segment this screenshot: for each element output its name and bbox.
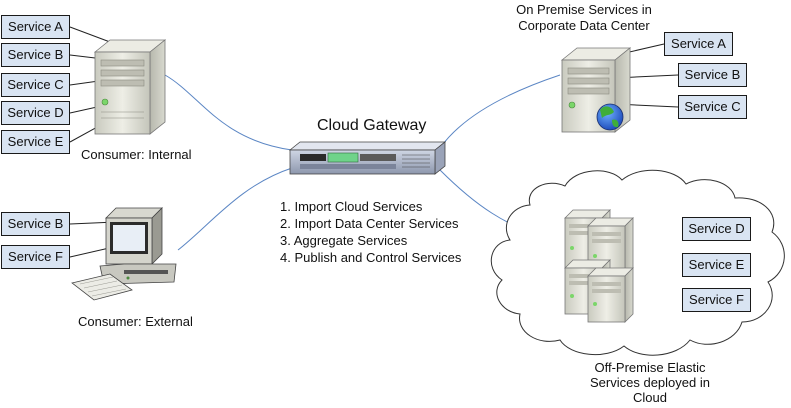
internal-server-icon: [93, 39, 167, 135]
service-box-cloud: Service D: [682, 217, 751, 241]
service-box-cloud: Service E: [682, 253, 751, 277]
consumer-internal-label: Consumer: Internal: [81, 147, 192, 162]
cloud-label-line: Cloud: [633, 390, 667, 405]
service-box-datacenter: Service A: [664, 32, 733, 56]
gateway-step: 1. Import Cloud Services: [280, 199, 423, 214]
service-box-internal: Service E: [1, 130, 70, 154]
consumer-external-label: Consumer: External: [78, 314, 193, 329]
service-box-external: Service B: [1, 212, 70, 236]
connector-internal-to-gateway: [164, 74, 293, 151]
gateway-appliance-icon: [288, 141, 447, 175]
gateway-step: 4. Publish and Control Services: [280, 250, 462, 265]
service-box-internal: Service A: [1, 15, 70, 39]
connector-gateway-to-datacenter: [439, 74, 561, 149]
cloud-label-line: Services deployed in: [590, 375, 710, 390]
cloud-server-icon: [587, 267, 634, 323]
desktop-computer-icon: [71, 207, 177, 301]
datacenter-label-line: On Premise Services in: [516, 2, 652, 17]
gateway-title: Cloud Gateway: [317, 117, 427, 134]
gateway-steps-list: 1. Import Cloud Services 2. Import Data …: [280, 198, 461, 266]
service-box-internal: Service D: [1, 101, 70, 125]
gateway-step: 2. Import Data Center Services: [280, 216, 459, 231]
connector-external-to-gateway: [177, 167, 293, 251]
service-box-datacenter: Service C: [678, 95, 747, 119]
cloud-label-line: Off-Premise Elastic: [594, 360, 706, 375]
gateway-step: 3. Aggregate Services: [280, 233, 408, 248]
datacenter-label-line: Corporate Data Center: [518, 18, 650, 33]
service-box-internal: Service C: [1, 73, 70, 97]
service-box-cloud: Service F: [682, 288, 751, 312]
service-box-internal: Service B: [1, 43, 70, 67]
globe-icon: [596, 103, 624, 131]
service-box-datacenter: Service B: [678, 63, 747, 87]
service-box-external: Service F: [1, 245, 70, 269]
